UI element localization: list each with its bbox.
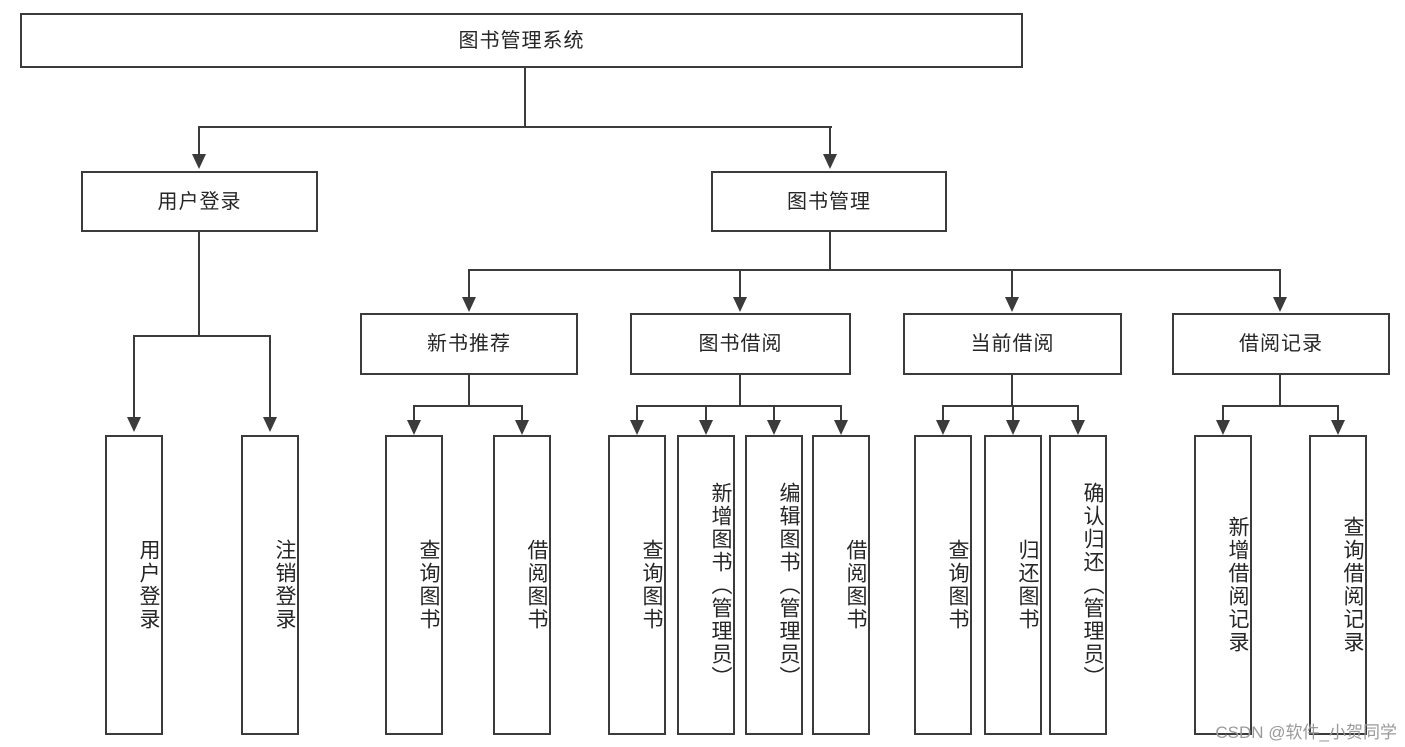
connector-newbook-stem [468, 375, 470, 407]
node-label: 图书管理系统 [458, 29, 585, 52]
node-book-borrow[interactable]: 图书借阅 [630, 313, 851, 375]
connector-bookborrow-drop-3 [773, 405, 775, 421]
leaf-user-login-login[interactable]: 用户登录 [105, 435, 163, 735]
node-label: 查询借阅记录 [1341, 516, 1364, 654]
connector-newbook-drop-2 [521, 405, 523, 421]
node-label: 新增借阅记录 [1226, 516, 1249, 654]
connector-currentborrow-drop-1 [942, 405, 944, 421]
node-label: 当前借阅 [970, 333, 1055, 355]
node-label: 确认归还（管理员） [1081, 481, 1104, 689]
node-label: 查询图书 [640, 539, 663, 631]
node-label: 用户登录 [157, 190, 242, 213]
node-label: 查询图书 [417, 539, 440, 631]
node-label: 编辑图书（管理员） [777, 481, 800, 689]
connector-user-login-drop-2 [269, 335, 271, 418]
node-borrow-record[interactable]: 借阅记录 [1172, 313, 1390, 375]
connector-user-login-bar [133, 335, 271, 337]
node-label: 用户登录 [137, 539, 160, 631]
connector-book-management-bar [468, 269, 1279, 271]
connector-bookborrow-drop-4 [840, 405, 842, 421]
leaf-bookborrow-edit-book[interactable]: 编辑图书（管理员） [745, 435, 803, 735]
arrowhead-root-to-user-login [192, 154, 206, 169]
leaf-currentborrow-confirm-return[interactable]: 确认归还（管理员） [1049, 435, 1107, 735]
connector-book-management-stem [829, 232, 831, 270]
node-root-book-management-system[interactable]: 图书管理系统 [20, 13, 1023, 68]
arrowhead-borrowrecord-leaf-1 [1216, 420, 1230, 435]
node-label: 查询图书 [946, 539, 969, 631]
connector-borrowrecord-stem [1279, 375, 1281, 407]
connector-bm-drop-1 [468, 269, 470, 298]
arrowhead-bm-to-book-borrow [733, 297, 747, 312]
connector-newbook-bar [413, 405, 523, 407]
arrowhead-bm-to-borrow-record [1273, 297, 1287, 312]
leaf-bookborrow-borrow-book[interactable]: 借阅图书 [812, 435, 870, 735]
connector-currentborrow-drop-3 [1077, 405, 1079, 421]
connector-bm-drop-2 [739, 269, 741, 298]
connector-bookborrow-bar [636, 405, 842, 407]
connector-root-to-user-login [198, 126, 200, 156]
node-book-management[interactable]: 图书管理 [711, 171, 947, 232]
arrowhead-bookborrow-leaf-1 [630, 420, 644, 435]
arrowhead-bookborrow-leaf-3 [767, 420, 781, 435]
node-label: 新书推荐 [427, 333, 511, 355]
node-current-borrow[interactable]: 当前借阅 [903, 313, 1122, 375]
leaf-borrowrecord-query-record[interactable]: 查询借阅记录 [1309, 435, 1367, 735]
connector-borrowrecord-bar [1222, 405, 1339, 407]
leaf-currentborrow-query-book[interactable]: 查询图书 [914, 435, 972, 735]
arrowhead-newbook-leaf-1 [407, 420, 421, 435]
node-label: 新增图书（管理员） [709, 481, 732, 689]
arrowhead-bookborrow-leaf-2 [699, 420, 713, 435]
connector-bookborrow-drop-2 [705, 405, 707, 421]
node-label: 图书借阅 [698, 333, 783, 355]
arrowhead-user-login-leaf-2 [263, 417, 277, 432]
arrowhead-bm-to-new-book [462, 297, 476, 312]
arrowhead-currentborrow-leaf-1 [936, 420, 950, 435]
leaf-bookborrow-add-book[interactable]: 新增图书（管理员） [677, 435, 735, 735]
node-label: 注销登录 [273, 539, 296, 631]
node-label: 归还图书 [1016, 539, 1039, 631]
leaf-user-login-logout[interactable]: 注销登录 [241, 435, 299, 735]
arrowhead-bookborrow-leaf-4 [834, 420, 848, 435]
node-label: 借阅记录 [1239, 333, 1323, 355]
connector-newbook-drop-1 [413, 405, 415, 421]
node-label: 借阅图书 [525, 539, 548, 631]
connector-borrowrecord-drop-2 [1337, 405, 1339, 421]
connector-bm-drop-4 [1279, 269, 1281, 298]
watermark: CSDN @软件_小贺同学 [1215, 723, 1397, 742]
arrowhead-currentborrow-leaf-3 [1071, 420, 1085, 435]
node-new-book-recommend[interactable]: 新书推荐 [360, 313, 578, 375]
leaf-newbook-borrow-book[interactable]: 借阅图书 [493, 435, 551, 735]
leaf-newbook-query-book[interactable]: 查询图书 [385, 435, 443, 735]
connector-bm-drop-3 [1011, 269, 1013, 298]
node-user-login[interactable]: 用户登录 [81, 171, 318, 232]
arrowhead-root-to-book-management [823, 154, 837, 169]
connector-currentborrow-drop-2 [1012, 405, 1014, 421]
arrowhead-borrowrecord-leaf-2 [1331, 420, 1345, 435]
connector-bookborrow-stem [739, 375, 741, 407]
arrowhead-user-login-leaf-1 [127, 417, 141, 432]
leaf-currentborrow-return-book[interactable]: 归还图书 [984, 435, 1042, 735]
connector-root-bar [198, 126, 832, 128]
leaf-bookborrow-query-book[interactable]: 查询图书 [608, 435, 666, 735]
connector-user-login-stem [198, 232, 200, 336]
connector-root-stem [524, 68, 526, 127]
arrowhead-newbook-leaf-2 [515, 420, 529, 435]
arrowhead-currentborrow-leaf-2 [1006, 420, 1020, 435]
leaf-borrowrecord-add-record[interactable]: 新增借阅记录 [1194, 435, 1252, 735]
node-label: 借阅图书 [844, 539, 867, 631]
node-label: 图书管理 [787, 190, 871, 213]
connector-borrowrecord-drop-1 [1222, 405, 1224, 421]
arrowhead-bm-to-current-borrow [1005, 297, 1019, 312]
connector-currentborrow-bar [942, 405, 1079, 407]
connector-bookborrow-drop-1 [636, 405, 638, 421]
connector-currentborrow-stem [1011, 375, 1013, 407]
connector-root-to-book-management [829, 126, 831, 156]
connector-user-login-drop-1 [133, 335, 135, 418]
